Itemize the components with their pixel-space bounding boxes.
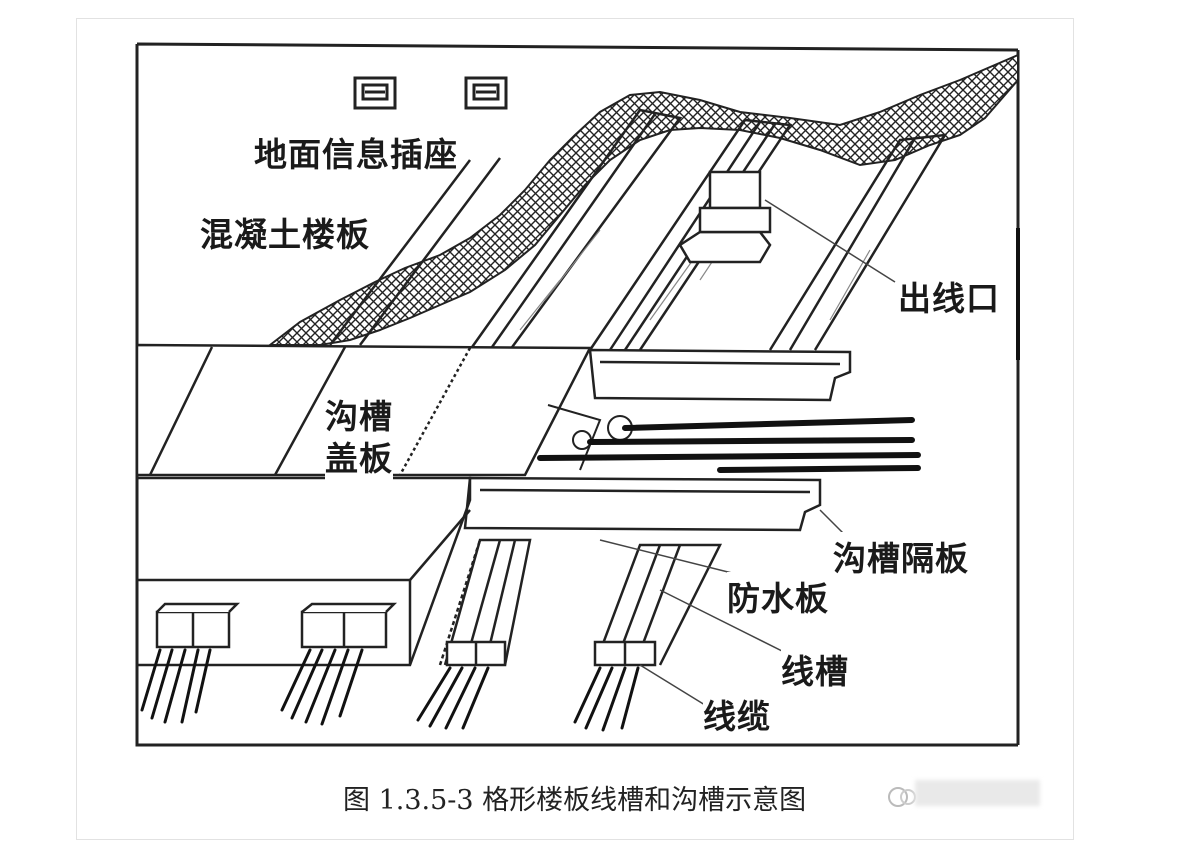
label-trench-partition: 沟槽隔板 — [833, 532, 969, 580]
outlet-leader-line — [764, 199, 896, 283]
drawing-border — [135, 42, 1020, 747]
label-trench-cover-2: 盖板 — [325, 432, 393, 480]
floor-socket-icon — [353, 76, 397, 110]
outlet-box — [678, 170, 772, 264]
trench-interior — [547, 404, 633, 471]
watermark-logo-icon — [888, 787, 916, 807]
figure-caption: 图 1.3.5-3 格形楼板线槽和沟槽示意图 — [343, 785, 807, 816]
trench-partition — [463, 348, 852, 532]
cable-ends — [140, 648, 640, 732]
label-outlet: 出线口 — [898, 279, 1000, 318]
duct-end-left — [155, 602, 657, 667]
label-concrete-slab: 混凝土楼板 — [200, 215, 370, 254]
label-cable: 线缆 — [703, 690, 771, 738]
concrete-slab-broken-edge — [267, 53, 1019, 346]
watermark-blur — [915, 780, 1040, 806]
label-waterproof-plate: 防水板 — [727, 572, 829, 620]
cable-bundle — [537, 417, 921, 473]
label-wire-duct: 线槽 — [781, 645, 849, 693]
label-trench-cover-1: 沟槽 — [325, 390, 393, 438]
wire-ducts-back-hatch — [519, 219, 871, 331]
floor-socket-icon — [464, 76, 508, 110]
label-floor-socket: 地面信息插座 — [254, 135, 458, 174]
